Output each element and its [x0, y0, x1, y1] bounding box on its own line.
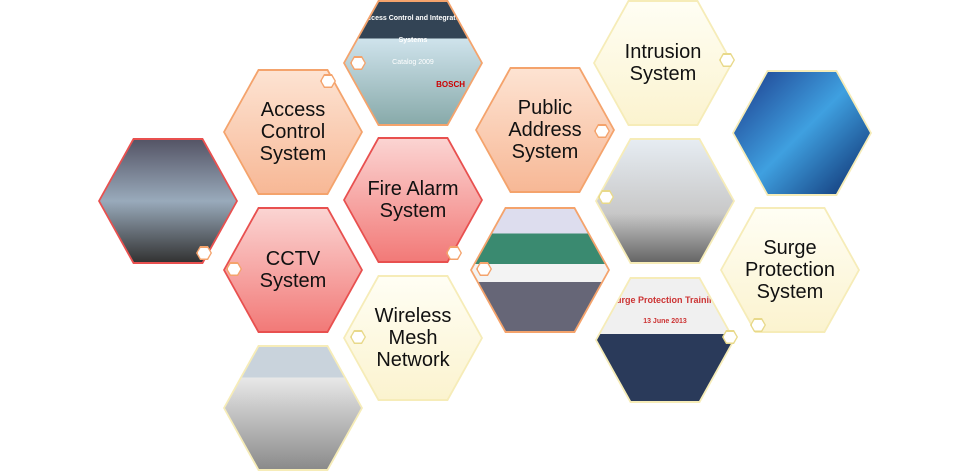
hexagon-marker-icon [722, 330, 738, 344]
photo-intrusion-product [732, 70, 872, 196]
hexagon-marker-icon [350, 330, 366, 344]
label: Fire Alarm System [345, 139, 481, 261]
hexagon-marker-icon [320, 74, 336, 88]
training-banner: Surge Protection Training [609, 295, 720, 305]
hex-wireless-mesh: Wireless Mesh Network [343, 275, 483, 401]
hexagon-marker-icon [196, 246, 212, 260]
label: Surge Protection System [722, 209, 858, 331]
hex-fire-alarm: Fire Alarm System [343, 137, 483, 263]
label: Access Control System [225, 71, 361, 193]
hex-public-address: Public Address System [475, 67, 615, 193]
hexagon-marker-icon [446, 246, 462, 260]
photo-surge-training: Surge Protection Training 13 June 2013 [595, 277, 735, 403]
label: Intrusion System [595, 2, 731, 124]
hexagon-marker-icon [594, 124, 610, 138]
label: CCTV System [225, 209, 361, 331]
hexagon-marker-icon [719, 53, 735, 67]
photo-cctv-monitoring [98, 138, 238, 264]
hexagon-marker-icon [598, 190, 614, 204]
catalog-brand: BOSCH [436, 80, 465, 89]
photo-building [223, 345, 363, 471]
hexagon-marker-icon [350, 56, 366, 70]
label: Public Address System [477, 69, 613, 191]
catalog-title: Access Control and Integrated Systems [362, 15, 464, 44]
hex-intrusion: Intrusion System [593, 0, 733, 126]
hexagon-marker-icon [476, 262, 492, 276]
hexagon-marker-icon [750, 318, 766, 332]
training-date: 13 June 2013 [643, 318, 687, 325]
catalog-sub: Catalog 2009 [392, 59, 434, 66]
hex-cctv: CCTV System [223, 207, 363, 333]
hexagon-marker-icon [226, 262, 242, 276]
hex-surge-protection: Surge Protection System [720, 207, 860, 333]
hex-access-control: Access Control System [223, 69, 363, 195]
photo-meeting-room [595, 138, 735, 264]
